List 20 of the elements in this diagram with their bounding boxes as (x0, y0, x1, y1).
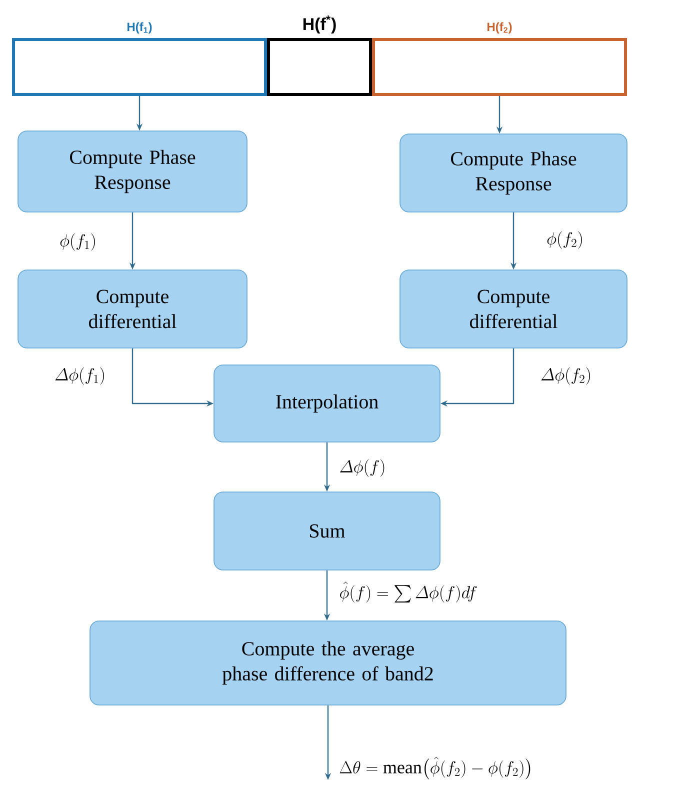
edge-label: $\phi(f_2)$ (547, 231, 582, 249)
edge-label: $\Delta\theta = \mathrm{mean}\bigl(\hat{\phi}(f_2) - \phi(f_2)\bigr)$ (340, 756, 530, 780)
process-box: Compute the average phase difference of band2 (90, 620, 566, 706)
spectrum-segment: H(f$^{*}$) (267, 15, 372, 96)
node-label: H(f$_{2}$) (488, 22, 512, 34)
process-box: Sum (214, 492, 440, 570)
process-box: Compute differential (18, 270, 248, 348)
node-label: H(f$_{1}$) (128, 22, 152, 34)
edge-label: $\phi(f_1)$ (60, 233, 95, 251)
edge-label: $\varDelta\phi(f_2)$ (541, 367, 590, 385)
spectrum-segment: H(f$_{2}$) (372, 22, 627, 96)
spectrum-segment: H(f$_{1}$) (12, 22, 267, 96)
process-box: Compute differential (400, 270, 628, 348)
node-label: H(f$^{*}$) (303, 15, 336, 34)
edge-label: $\varDelta\phi(f)$ (340, 459, 384, 477)
process-box: Compute Phase Response (18, 130, 248, 212)
edge-label: $\varDelta\phi(f_1)$ (55, 367, 104, 385)
edge-label: $\hat{\phi}(f) = \sum \varDelta\phi(f)df$ (340, 582, 477, 602)
process-box: Compute Phase Response (400, 134, 628, 212)
process-box: Interpolation (214, 364, 440, 442)
